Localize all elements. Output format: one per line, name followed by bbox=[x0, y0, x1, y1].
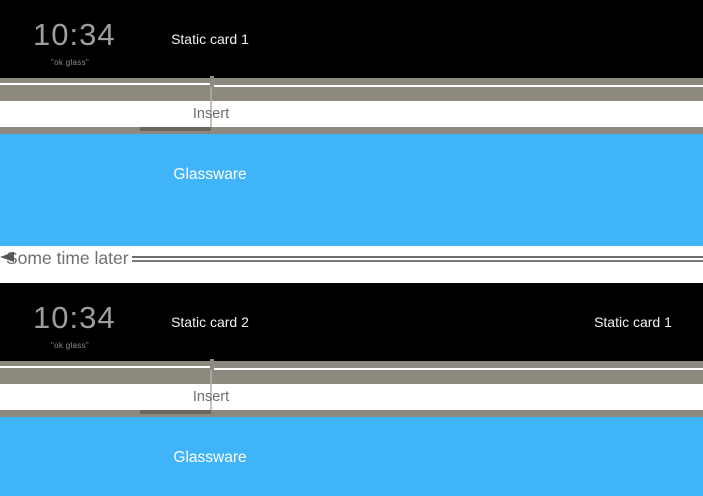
transition-arrow-line-bottom bbox=[132, 260, 703, 262]
insert-callout-row: Insert bbox=[0, 101, 703, 127]
timeline-card-strip: 10:34 "ok glass" Static card 2 Static ca… bbox=[0, 283, 703, 361]
transition-label: Some time later bbox=[6, 248, 129, 268]
glassware-label: Glassware bbox=[173, 166, 247, 183]
timeline-row-after: 10:34 "ok glass" Static card 2 Static ca… bbox=[0, 283, 703, 496]
insert-label: Insert bbox=[192, 389, 230, 405]
glassware-card: Glassware bbox=[0, 134, 703, 246]
insert-callout-row: Insert bbox=[0, 384, 703, 410]
static-card-1-label: Static card 1 bbox=[594, 314, 672, 330]
rail-slot-line-right bbox=[214, 368, 703, 370]
static-card-1-label: Static card 1 bbox=[171, 31, 249, 47]
insertion-marker-line bbox=[210, 370, 212, 410]
left-arrowhead-icon bbox=[0, 252, 14, 262]
timeline-card-strip: 10:34 "ok glass" Static card 1 bbox=[0, 0, 703, 78]
glassware-label: Glassware bbox=[173, 449, 247, 466]
timeline-rail bbox=[0, 78, 703, 101]
glassware-card: Glassware bbox=[0, 417, 703, 496]
rail-slot-line-right bbox=[214, 85, 703, 87]
insertion-point-notch bbox=[210, 359, 214, 361]
transition-arrow-line-top bbox=[132, 256, 703, 258]
ok-glass-hint: "ok glass" bbox=[50, 58, 90, 67]
transition-band: Some time later bbox=[0, 246, 703, 283]
rail-slot-line-left bbox=[0, 83, 210, 85]
insert-arrow-segment bbox=[140, 127, 211, 131]
ok-glass-hint: "ok glass" bbox=[50, 341, 90, 350]
timeline-rail-bottom bbox=[0, 127, 703, 134]
insert-arrow-segment bbox=[140, 410, 211, 414]
home-card-clock: 10:34 bbox=[33, 17, 116, 52]
timeline-row-before: 10:34 "ok glass" Static card 1 Insert Gl… bbox=[0, 0, 703, 246]
rail-slot-line-left bbox=[0, 366, 210, 368]
insert-label: Insert bbox=[192, 106, 230, 122]
timeline-rail bbox=[0, 361, 703, 384]
home-card-clock: 10:34 bbox=[33, 300, 116, 335]
insertion-point-notch bbox=[210, 76, 214, 78]
static-card-2-label: Static card 2 bbox=[171, 314, 249, 330]
timeline-rail-bottom bbox=[0, 410, 703, 417]
insertion-marker-line bbox=[210, 87, 212, 127]
